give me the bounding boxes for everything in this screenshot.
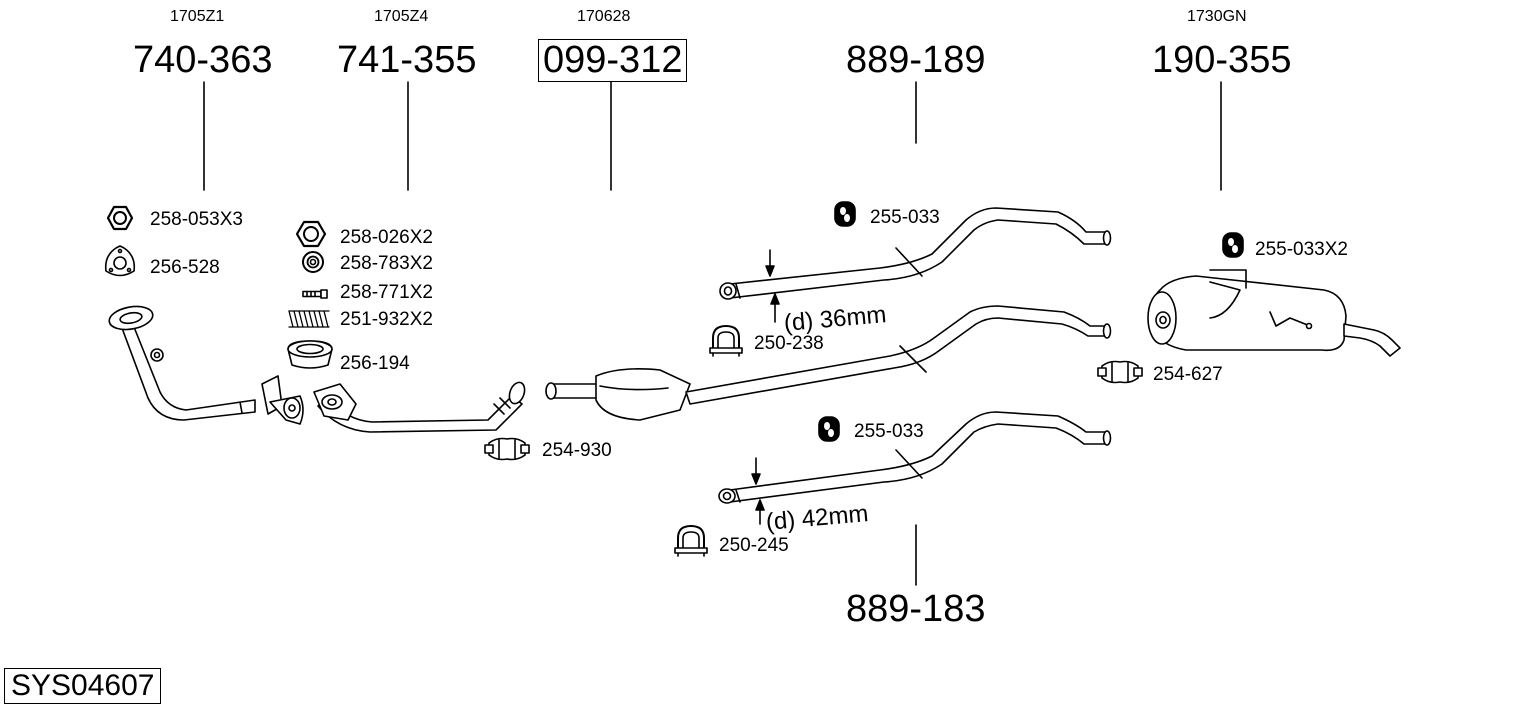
center-pipe-upper-drawing [719,207,1112,323]
accessory-label[interactable]: 250-238 [754,333,824,354]
accessory-label[interactable]: 255-033 [854,421,924,442]
rubber-hanger-icon [818,416,840,442]
hex-nut-icon [106,205,134,231]
accessory-label[interactable]: 250-245 [719,535,789,556]
flange-gasket-icon [104,245,136,277]
clamp-icon [1097,360,1143,384]
part-number-center-pipe-upper[interactable]: 889-189 [846,39,986,81]
u-bolt-clamp-icon [709,325,743,357]
accessory-label[interactable]: 255-033 [870,207,940,228]
accessory-label[interactable]: 251-932X2 [340,309,433,330]
part-number-rear-silencer[interactable]: 190-355 [1152,39,1292,81]
part-number-catalytic-converter[interactable]: 099-312 [538,39,688,82]
leader-lines [203,81,1222,586]
u-bolt-clamp-icon [674,525,708,557]
oe-number-label: 170628 [577,8,631,25]
accessory-label[interactable]: 258-771X2 [340,282,433,303]
accessory-label[interactable]: 255-033X2 [1255,239,1348,260]
washer-icon [302,251,324,273]
accessory-label[interactable]: 256-194 [340,353,410,374]
ring-gasket-icon [287,340,333,369]
part-number-front-pipe[interactable]: 740-363 [133,39,273,81]
oe-number-label: 1730GN [1187,8,1247,25]
rubber-hanger-icon [1222,232,1244,258]
accessory-label[interactable]: 258-053X3 [150,209,243,230]
part-number-center-pipe-lower[interactable]: 889-183 [846,588,986,630]
bolt-icon [302,289,328,299]
oe-number-label: 1705Z1 [170,8,225,25]
intermediate-pipe-drawing [313,381,526,433]
oe-number-label: 1705Z4 [374,8,429,25]
accessory-label[interactable]: 258-026X2 [340,227,433,248]
hex-nut-icon [295,220,327,248]
accessory-label[interactable]: 254-930 [542,440,612,461]
catalytic-converter-drawing [545,305,1112,421]
center-pipe-lower-drawing [718,411,1112,525]
accessory-label[interactable]: 256-528 [150,257,220,278]
rear-silencer-drawing [1147,269,1401,357]
accessory-label[interactable]: 258-783X2 [340,253,433,274]
accessory-label[interactable]: 254-627 [1153,364,1223,385]
front-pipe-drawing [108,305,304,425]
rubber-hanger-icon [834,201,856,227]
clamp-icon [484,437,530,461]
part-number-intermediate-pipe[interactable]: 741-355 [337,39,477,81]
spring-icon [288,310,330,328]
system-code-badge: SYS04607 [4,668,162,704]
